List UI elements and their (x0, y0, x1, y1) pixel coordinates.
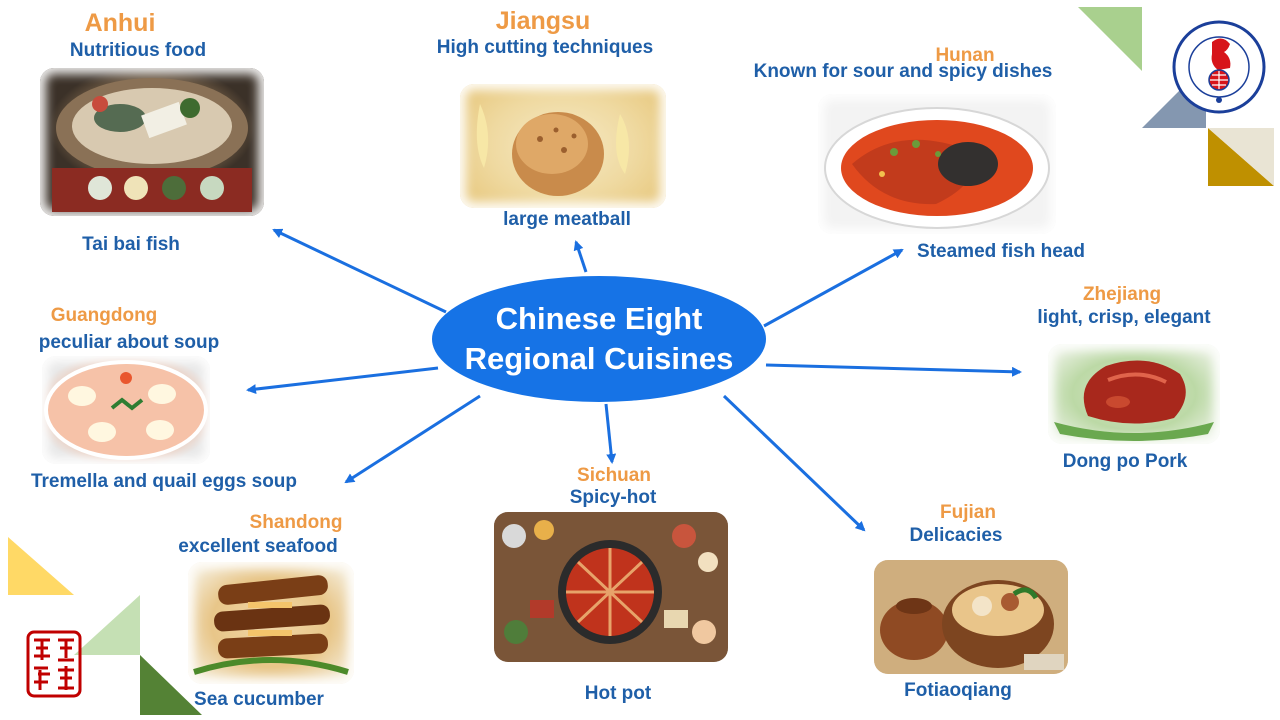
arrow-hunan (763, 248, 904, 328)
dish-jiangsu: large meatball (503, 209, 631, 230)
deco-triangle-green-bottom (74, 595, 140, 655)
arrow-anhui (272, 228, 447, 314)
photo-sea-cucumber (188, 562, 354, 684)
red-seal-icon (26, 630, 82, 698)
region-anhui: Anhui (84, 9, 156, 37)
feature-guangdong: peculiar about soup (38, 332, 220, 353)
dish-guangdong: Tremella and quail eggs soup (30, 471, 298, 492)
title-line-2: Regional Cuisines (464, 341, 734, 376)
feature-anhui: Nutritious food (69, 40, 207, 61)
arrow-sichuan (604, 403, 617, 464)
photo-steamed-fish-head (818, 94, 1056, 234)
feature-fujian: Delicacies (909, 525, 1003, 546)
dish-hunan: Steamed fish head (917, 241, 1085, 262)
rooster-emblem-icon (1172, 20, 1266, 114)
dish-zhejiang: Dong po Pork (1062, 451, 1188, 472)
photo-hot-pot (494, 512, 728, 662)
region-jiangsu: Jiangsu (495, 7, 591, 35)
dish-anhui: Tai bai fish (82, 234, 180, 255)
center-title-oval: Chinese Eight Regional Cuisines (432, 276, 766, 402)
region-fujian: Fujian (940, 502, 996, 523)
deco-triangle-light (1208, 128, 1274, 186)
photo-large-meatball (460, 84, 666, 208)
arrow-guangdong (246, 366, 439, 395)
feature-hunan: Known for sour and spicy dishes (753, 61, 1053, 82)
region-guangdong: Guangdong (50, 305, 158, 326)
feature-sichuan: Spicy-hot (569, 487, 657, 508)
arrow-jiangsu (573, 240, 588, 273)
region-shandong: Shandong (249, 512, 343, 533)
region-sichuan: Sichuan (577, 465, 651, 486)
school-logo (1172, 20, 1266, 114)
deco-triangle-yellow (8, 537, 74, 595)
photo-fotiaoqiang (874, 560, 1068, 674)
arrow-shandong (344, 394, 481, 484)
feature-jiangsu: High cutting techniques (436, 37, 654, 58)
arrow-zhejiang (765, 363, 1022, 377)
deco-triangle-green-top (1078, 7, 1142, 71)
arrow-fujian (722, 394, 866, 532)
photo-dong-po-pork (1048, 344, 1220, 444)
dish-fujian: Fotiaoqiang (904, 680, 1012, 701)
title-line-1: Chinese Eight (495, 301, 703, 336)
feature-zhejiang: light, crisp, elegant (1037, 307, 1211, 328)
photo-tremella-soup (42, 356, 210, 464)
dish-sichuan: Hot pot (584, 683, 652, 704)
feature-shandong: excellent seafood (178, 536, 338, 557)
region-hunan: Hunan (935, 45, 995, 66)
region-zhejiang: Zhejiang (1082, 284, 1162, 305)
dish-shandong: Sea cucumber (194, 689, 324, 710)
photo-tai-bai-fish (40, 68, 264, 216)
